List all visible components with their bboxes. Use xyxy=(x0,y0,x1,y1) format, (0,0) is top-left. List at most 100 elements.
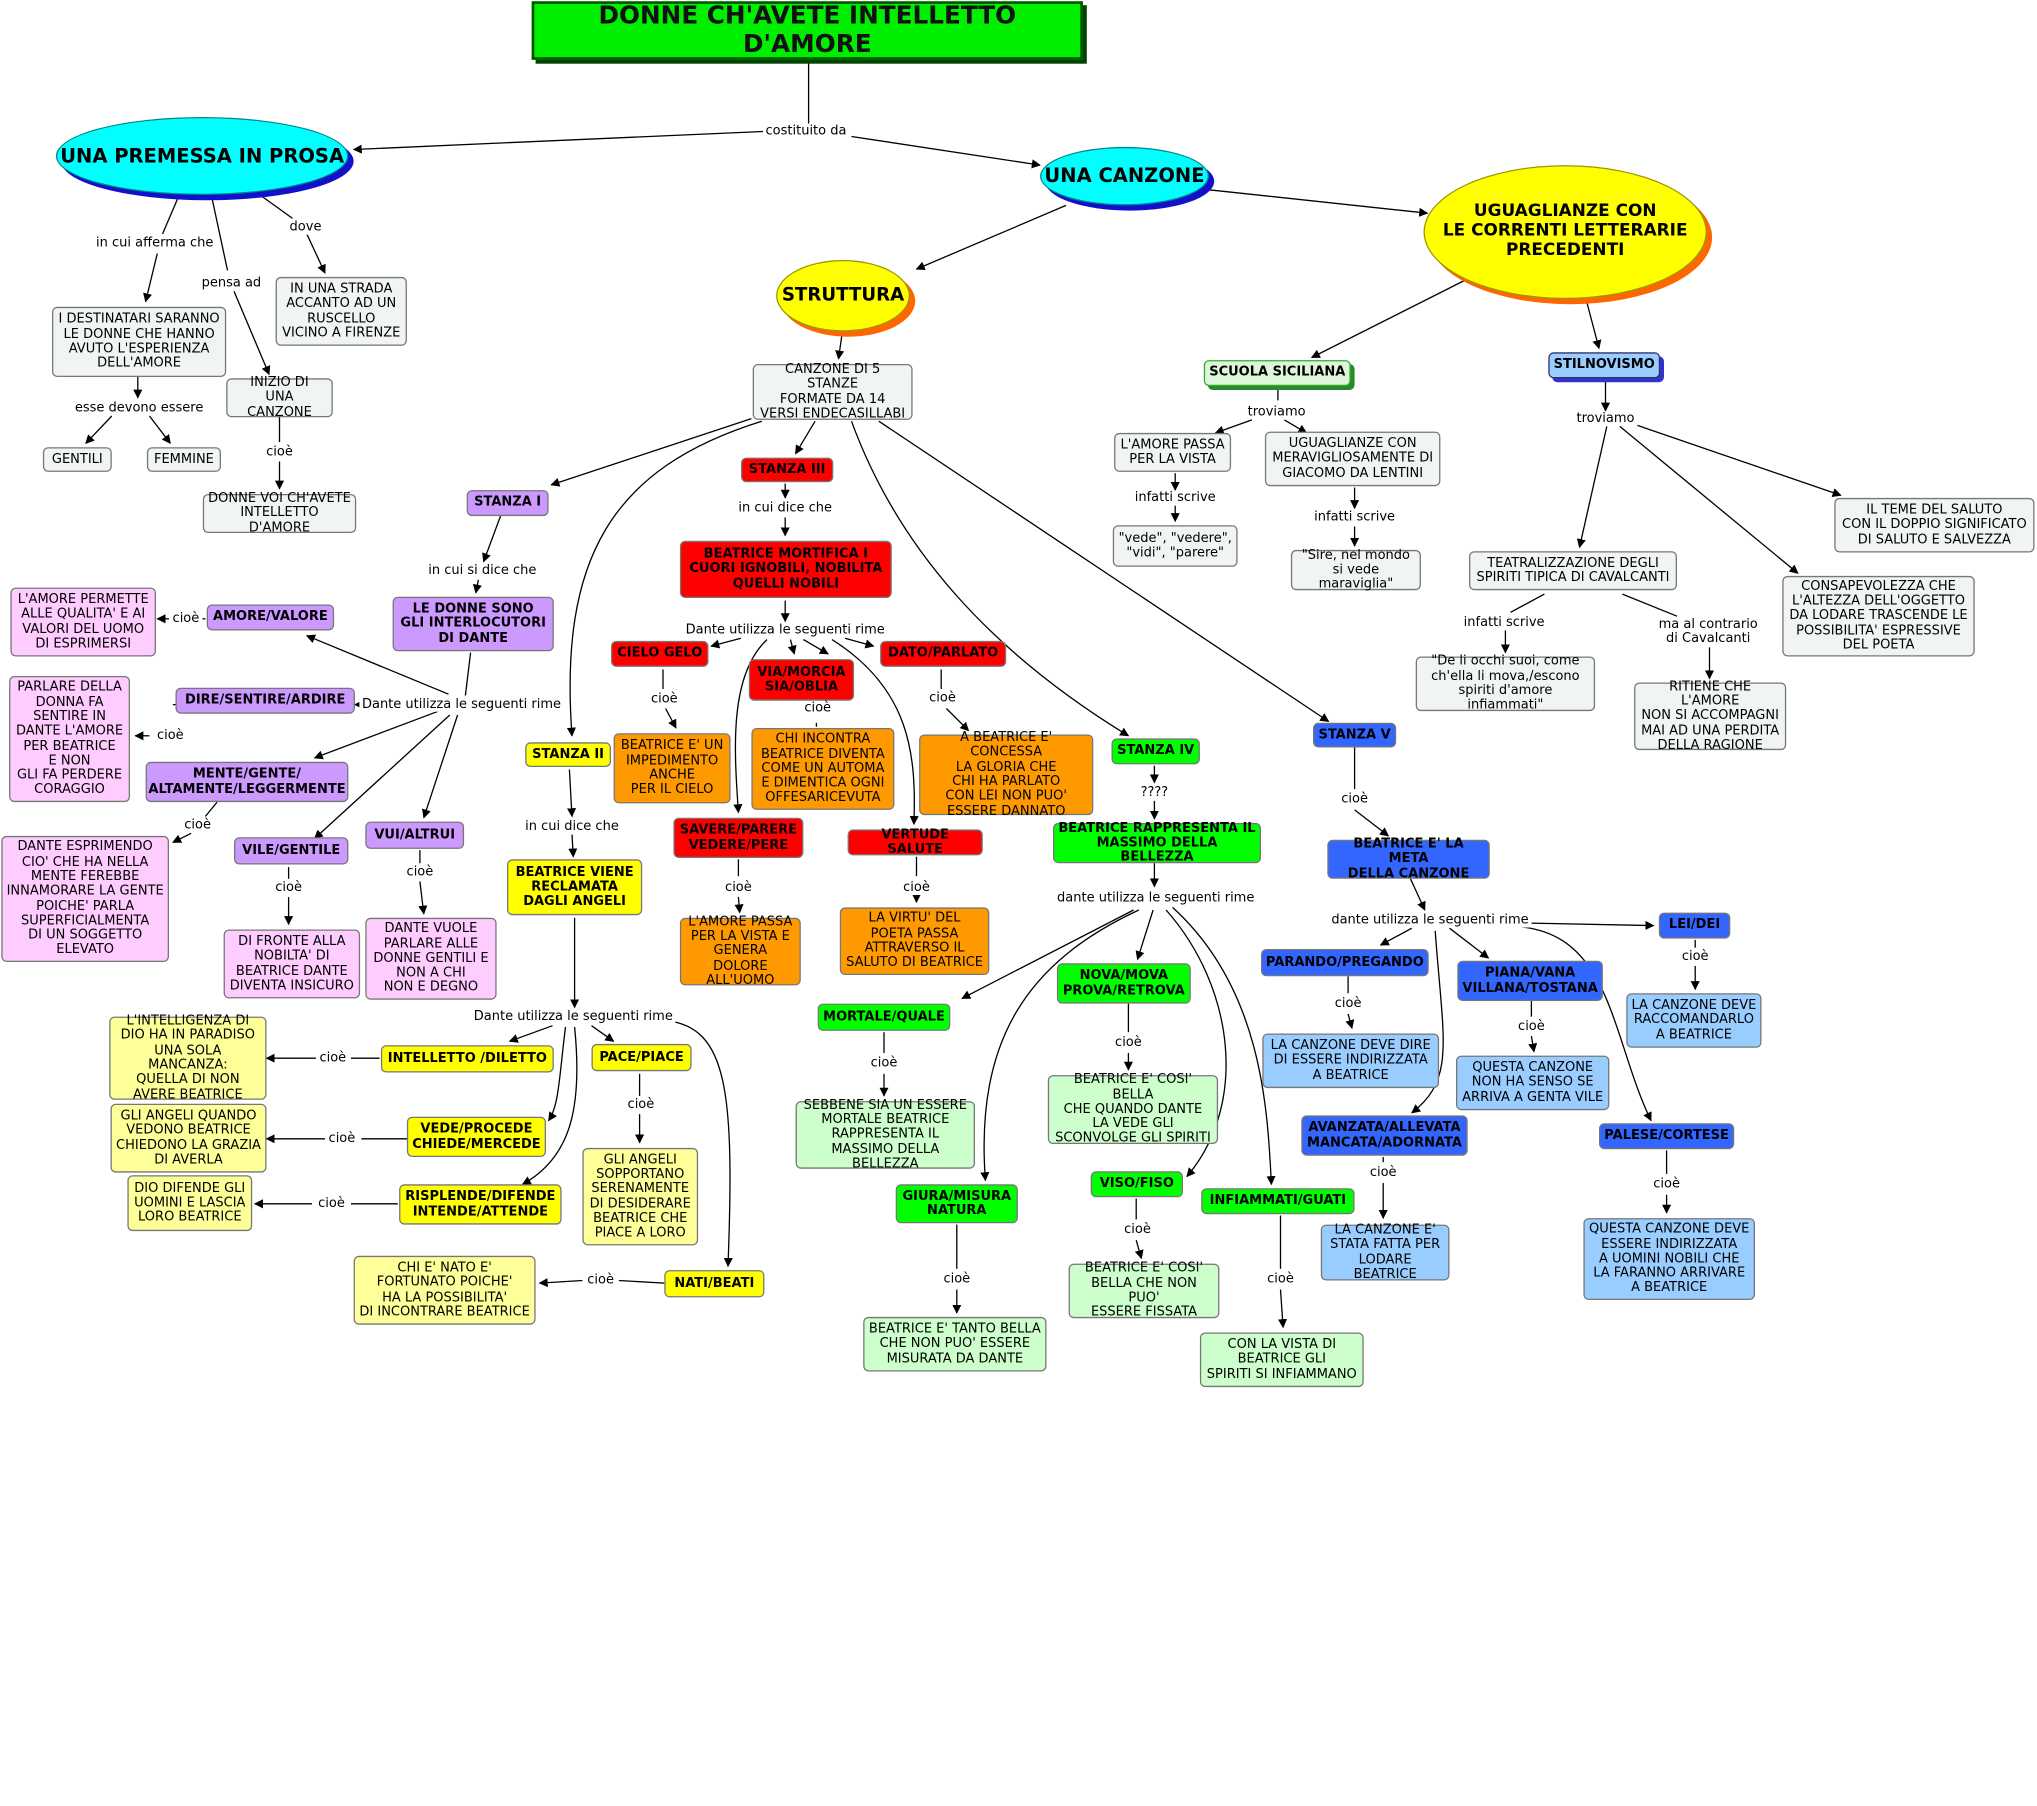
node-parando-pregando: PARANDO/PREGANDO xyxy=(1261,948,1429,977)
label-cioe: cioè xyxy=(403,865,436,880)
node-lei-dei: LEI/DEI xyxy=(1658,912,1731,939)
label-cioe: cioè xyxy=(648,692,681,707)
label-cioe: cioè xyxy=(1112,1035,1145,1050)
label-dante-rime: dante utilizza le seguenti rime xyxy=(1054,891,1257,906)
node-gentili: GENTILI xyxy=(42,447,112,472)
node-dante-esprimendo: DANTE ESPRIMENDO CIO' CHE HA NELLA MENTE… xyxy=(1,835,169,962)
node-cielo-gelo: CIELO GELO xyxy=(611,640,709,667)
node-destinatari: I DESTINATARI SARANNO LE DONNE CHE HANNO… xyxy=(52,306,227,377)
label-dante-rime: Dante utilizza le seguenti rime xyxy=(471,1009,676,1024)
node-chi-incontra: CHI INCONTRA BEATRICE DIVENTA COME UN AU… xyxy=(751,728,895,810)
node-consapevolezza: CONSAPEVOLEZZA CHE L'ALTEZZA DELL'OGGETT… xyxy=(1782,575,1975,657)
node-struttura: STRUTTURA xyxy=(776,260,910,332)
node-femmine: FEMMINE xyxy=(146,447,221,472)
node-concessa: A BEATRICE E' CONCESSA LA GLORIA CHE CHI… xyxy=(919,731,1094,818)
node-di-fronte: DI FRONTE ALLA NOBILTA' DI BEATRICE DANT… xyxy=(223,929,361,999)
node-meta: BEATRICE E' LA META DELLA CANZONE xyxy=(1327,837,1490,881)
node-interlocutori: LE DONNE SONO GLI INTERLOCUTORI DI DANTE xyxy=(392,596,554,652)
node-vede-quote: "vede", "vedere", "vidi", "parere" xyxy=(1112,525,1238,567)
node-avanzata: AVANZATA/ALLEVATA MANCATA/ADORNATA xyxy=(1301,1115,1468,1156)
label-cioe: cioè xyxy=(926,690,959,706)
node-risplende: RISPLENDE/DIFENDE INTENDE/ATTENDE xyxy=(399,1184,562,1225)
connector-lines xyxy=(85,62,1842,1329)
node-viso-fiso: VISO/FISO xyxy=(1090,1171,1183,1198)
node-amore-permette: L'AMORE PERMETTE ALLE QUALITA' E AI VALO… xyxy=(10,587,157,657)
node-stilnovismo: STILNOVISMO xyxy=(1548,352,1661,379)
node-teme-saluto: IL TEME DEL SALUTO CON IL DOPPIO SIGNIFI… xyxy=(1834,497,2035,553)
node-stanza-2: STANZA II xyxy=(525,742,611,767)
node-uomini-nobili: QUESTA CANZONE DEVE ESSERE INDIRIZZATA A… xyxy=(1583,1218,1755,1300)
node-mortifica: BEATRICE MORTIFICA I CUORI IGNOBILI, NOB… xyxy=(679,540,892,598)
node-stanza-5: STANZA V xyxy=(1313,722,1397,748)
label-cioe: cioè xyxy=(801,701,834,716)
node-savere-parere: SAVERE/PARERE VEDERE/PERE xyxy=(673,817,804,858)
node-angeli-sopportano: GLI ANGELI SOPPORTANO SERENAMENTE DI DES… xyxy=(582,1147,699,1246)
node-impedimento: BEATRICE E' UN IMPEDIMENTO ANCHE PER IL … xyxy=(613,733,731,804)
label-cioe: cioè xyxy=(624,1097,657,1113)
label-cioe: cioè xyxy=(940,1272,973,1287)
node-giura-misura: GIURA/MISURA NATURA xyxy=(895,1184,1018,1224)
node-dante-vuole: DANTE VUOLE PARLARE ALLE DONNE GENTILI E… xyxy=(365,917,497,1000)
label-dove: dove xyxy=(286,220,325,235)
node-premessa: UNA PREMESSA IN PROSA xyxy=(55,116,349,195)
node-intelligenza: L'INTELLIGENZA DI DIO HA IN PARADISO UNA… xyxy=(109,1014,267,1102)
node-tanto-bella: BEATRICE E' TANTO BELLA CHE NON PUO' ESS… xyxy=(863,1316,1047,1372)
node-parlare: PARLARE DELLA DONNA FA SENTIRE IN DANTE … xyxy=(9,676,131,803)
node-vede-procede: VEDE/PROCEDE CHIEDE/MERCEDE xyxy=(406,1116,546,1157)
label-cioe: cioè xyxy=(154,728,187,743)
node-con-vista: CON LA VISTA DI BEATRICE GLI SPIRITI SI … xyxy=(1199,1332,1364,1388)
node-vile-gentile: VILE/GENTILE xyxy=(233,837,349,865)
label-cioe: cioè xyxy=(1338,792,1371,807)
node-nova-mova: NOVA/MOVA PROVA/RETROVA xyxy=(1056,963,1191,1004)
label-cioe: cioè xyxy=(722,880,755,896)
node-non-fissata: BEATRICE E' COSI' BELLA CHE NON PUO' ESS… xyxy=(1068,1262,1220,1320)
label-cioe: cioè xyxy=(181,818,214,833)
node-cosi-bella: BEATRICE E' COSI' BELLA CHE QUANDO DANTE… xyxy=(1047,1073,1219,1146)
node-angeli-quando: GLI ANGELI QUANDO VEDONO BEATRICE CHIEDO… xyxy=(110,1103,267,1173)
label-dante-rime: Dante utilizza le seguenti rime xyxy=(683,623,888,638)
label-esse-devono: esse devono essere xyxy=(72,401,206,416)
label-cioe: cioè xyxy=(1515,1019,1548,1035)
node-stanza-4: STANZA IV xyxy=(1111,738,1200,765)
label-costituito: costituito da xyxy=(762,124,850,139)
label-cioe: cioè xyxy=(1650,1177,1683,1192)
label-troviamo: troviamo xyxy=(1573,411,1638,426)
node-uguaglianze: UGUAGLIANZE CON LE CORRENTI LETTERARIE P… xyxy=(1423,165,1707,299)
label-dante-rime: Dante utilizza le seguenti rime xyxy=(359,697,564,712)
node-senso: QUESTA CANZONE NON HA SENSO SE ARRIVA A … xyxy=(1456,1055,1610,1111)
node-donne-voi: DONNE VOI CH'AVETE INTELLETTO D'AMORE xyxy=(202,491,357,535)
node-occhi-quote: "De li occhi suoi, come ch'ella li mova,… xyxy=(1415,654,1596,713)
label-cioe: cioè xyxy=(315,1196,348,1211)
label-ma-al-contrario: ma al contrario di Cavalcanti xyxy=(1656,617,1761,647)
label-in-cui-si-dice: in cui si dice che xyxy=(425,563,539,578)
node-stanza-3: STANZA III xyxy=(741,457,834,483)
node-palese-cortese: PALESE/CORTESE xyxy=(1599,1123,1735,1150)
node-amore-vista: L'AMORE PASSA PER LA VISTA xyxy=(1114,432,1232,472)
node-dire-indirizzata: LA CANZONE DEVE DIRE DI ESSERE INDIRIZZA… xyxy=(1262,1033,1440,1089)
label-infatti-scrive: infatti scrive xyxy=(1311,510,1398,525)
map-title: DONNE CH'AVETE INTELLETTO D'AMORE xyxy=(531,1,1083,60)
node-massimo-bellezza: BEATRICE RAPPRESENTA IL MASSIMO DELLA BE… xyxy=(1053,821,1261,865)
node-scuola-siciliana: SCUOLA SICILIANA xyxy=(1203,360,1351,387)
node-canzone: UNA CANZONE xyxy=(1040,146,1209,206)
node-dire-sentire: DIRE/SENTIRE/ARDIRE xyxy=(175,687,355,714)
label-cioe: cioè xyxy=(325,1131,358,1146)
node-vertude-salute: VERTUDE SALUTE xyxy=(847,828,983,857)
node-chi-nato: CHI E' NATO E' FORTUNATO POICHE' HA LA P… xyxy=(353,1255,536,1325)
node-inizio: INIZIO DI UNA CANZONE xyxy=(226,376,333,419)
node-strada: IN UNA STRADA ACCANTO AD UN RUSCELLO VIC… xyxy=(275,276,407,346)
label-cioe: cioè xyxy=(1332,996,1365,1011)
label-qqqq: ???? xyxy=(1137,785,1171,801)
node-teatralizzazione: TEATRALIZZAZIONE DEGLI SPIRITI TIPICA DI… xyxy=(1469,551,1677,591)
label-cioe: cioè xyxy=(1121,1222,1154,1237)
label-cioe: cioè xyxy=(272,880,305,896)
node-pace-piace: PACE/PIACE xyxy=(591,1043,692,1072)
label-infatti-scrive: infatti scrive xyxy=(1132,490,1219,506)
label-cioe: cioè xyxy=(1679,949,1712,964)
node-vui-altrui: VUI/ALTRUI xyxy=(365,821,465,849)
node-dio-difende: DIO DIFENDE GLI UOMINI E LASCIA LORO BEA… xyxy=(127,1175,253,1232)
label-dante-rime: dante utilizza le seguenti rime xyxy=(1328,913,1532,928)
node-virtu: LA VIRTU' DEL POETA PASSA ATTRAVERSO IL … xyxy=(839,907,990,975)
label-pensa-ad: pensa ad xyxy=(199,276,264,291)
